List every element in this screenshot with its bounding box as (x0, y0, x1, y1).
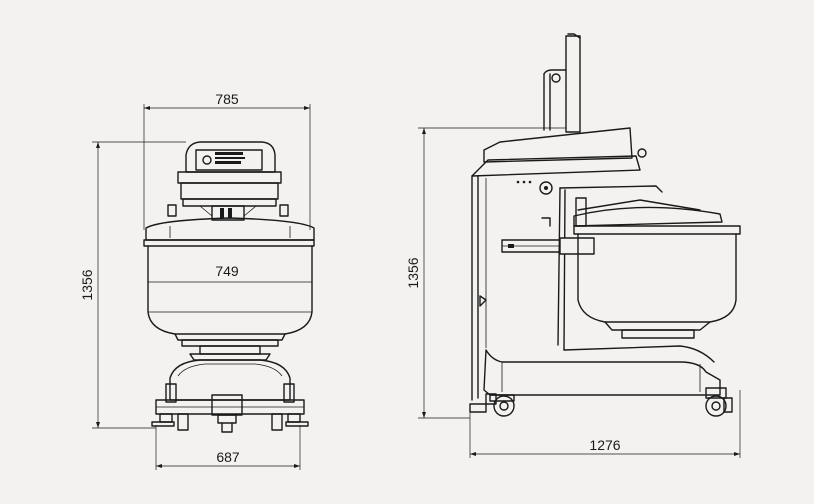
front-width-label: 785 (215, 91, 239, 107)
front-height-label: 1356 (79, 269, 95, 300)
front-bowl-width-label: 749 (215, 263, 239, 279)
front-base-width-label: 687 (216, 449, 240, 465)
side-height-label: 1356 (405, 257, 421, 288)
front-view (92, 104, 315, 470)
side-length-label: 1276 (589, 437, 620, 453)
side-view (418, 33, 741, 458)
